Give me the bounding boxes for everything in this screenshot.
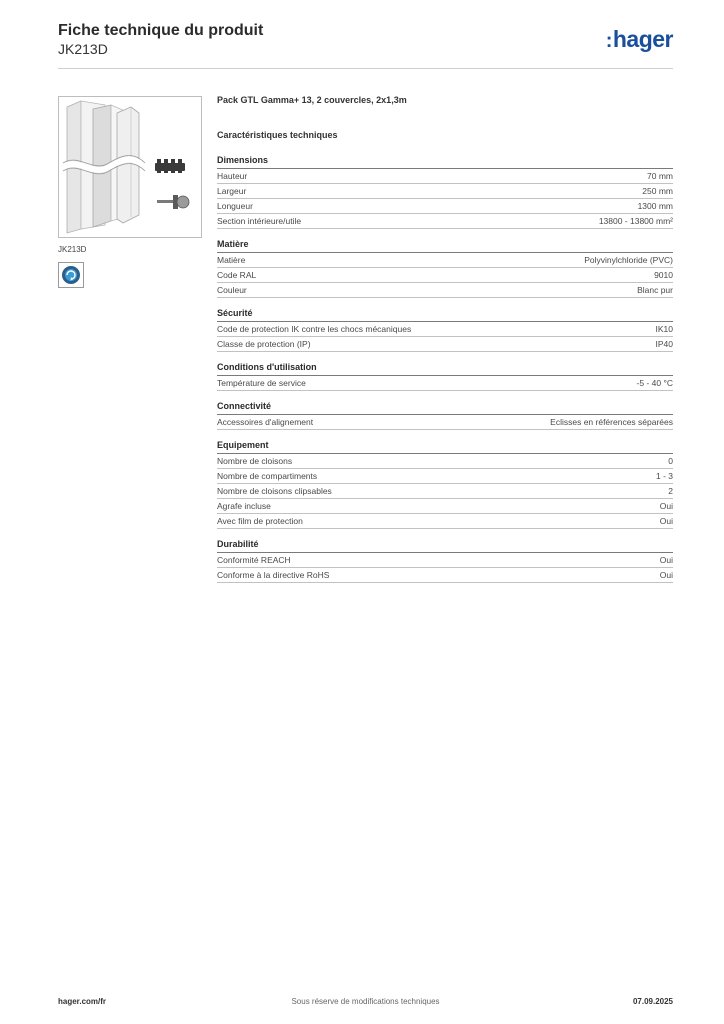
spec-value: 1300 mm	[637, 201, 673, 211]
spec-value: 70 mm	[647, 171, 673, 181]
spec-value: -5 - 40 °C	[636, 378, 673, 388]
spec-label: Code RAL	[217, 270, 257, 280]
spec-value: IK10	[655, 324, 674, 334]
spec-row: Conformité REACH Oui	[217, 553, 673, 568]
spec-row: Nombre de cloisons 0	[217, 454, 673, 469]
document-title: Fiche technique du produit	[58, 22, 264, 39]
spec-label: Nombre de cloisons clipsables	[217, 486, 332, 496]
spec-value: Oui	[659, 570, 673, 580]
document-date: 07.09.2025	[632, 997, 673, 1006]
spec-label: Nombre de compartiments	[217, 471, 318, 481]
spec-row: Matière Polyvinylchloride (PVC)	[217, 253, 673, 268]
recycle-badge-icon	[62, 266, 80, 284]
section-title: Sécurité	[217, 308, 673, 322]
spec-value: Blanc pur	[637, 285, 673, 295]
image-caption: JK213D	[58, 245, 87, 254]
spec-value: Eclisses en références séparées	[550, 417, 673, 427]
spec-label: Code de protection IK contre les chocs m…	[217, 324, 412, 334]
page-header: Fiche technique du produit JK213D :hager	[58, 20, 674, 69]
spec-value: IP40	[655, 339, 674, 349]
logo-text: hager	[612, 26, 674, 52]
spec-label: Longueur	[217, 201, 253, 211]
recycle-badge	[58, 262, 84, 288]
spec-value: Oui	[659, 516, 673, 526]
product-image	[58, 96, 202, 238]
spec-row: Conforme à la directive RoHS Oui	[217, 568, 673, 583]
spec-row: Longueur 1300 mm	[217, 199, 673, 214]
spec-value: 13800 - 13800 mm²	[598, 216, 673, 226]
spec-label: Couleur	[217, 285, 247, 295]
spec-value: 0	[668, 456, 673, 466]
spec-row: Hauteur 70 mm	[217, 169, 673, 184]
spec-value: 250 mm	[642, 186, 673, 196]
spec-row: Code RAL 9010	[217, 268, 673, 283]
logo-dots-icon: :	[605, 30, 613, 52]
footer-notice: Sous réserve de modifications techniques	[291, 997, 440, 1006]
spec-value: 9010	[654, 270, 673, 280]
website-link[interactable]: hager.com/fr	[58, 997, 107, 1006]
spec-label: Nombre de cloisons	[217, 456, 293, 466]
spec-row: Agrafe incluse Oui	[217, 499, 673, 514]
spec-row: Largeur 250 mm	[217, 184, 673, 199]
spec-label: Avec film de protection	[217, 516, 303, 526]
spec-label: Section intérieure/utile	[217, 216, 302, 226]
spec-label: Largeur	[217, 186, 247, 196]
spec-row: Nombre de cloisons clipsables 2	[217, 484, 673, 499]
spec-value: 1 - 3	[655, 471, 673, 481]
spec-value: Oui	[659, 555, 673, 565]
spec-row: Accessoires d'alignement Eclisses en réfé…	[217, 415, 673, 430]
spec-value: Oui	[659, 501, 673, 511]
spec-label: Accessoires d'alignement	[217, 417, 314, 427]
section-title: Conditions d'utilisation	[217, 362, 673, 376]
trunking-product-icon	[61, 100, 190, 234]
technical-characteristics-heading: Caractéristiques techniques	[217, 130, 338, 140]
spec-label: Hauteur	[217, 171, 248, 181]
spec-row: Couleur Blanc pur	[217, 283, 673, 298]
spec-row: Section intérieure/utile 13800 - 13800 mm…	[217, 214, 673, 229]
spec-label: Matière	[217, 255, 246, 265]
spec-row: Avec film de protection Oui	[217, 514, 673, 529]
spec-label: Conformité REACH	[217, 555, 291, 565]
spec-label: Agrafe incluse	[217, 501, 271, 511]
spec-value: 2	[668, 486, 673, 496]
spec-row: Nombre de compartiments 1 - 3	[217, 469, 673, 484]
spec-label: Conforme à la directive RoHS	[217, 570, 330, 580]
spec-row: Température de service -5 - 40 °C	[217, 376, 673, 391]
hager-logo: :hager	[605, 26, 674, 53]
section-title: Dimensions	[217, 155, 673, 169]
spec-label: Température de service	[217, 378, 306, 388]
product-specifications: Pack GTL Gamma+ 13, 2 couvercles, 2x1,3m…	[217, 95, 673, 583]
spec-row: Classe de protection (IP) IP40	[217, 337, 673, 352]
spec-value: Polyvinylchloride (PVC)	[584, 255, 673, 265]
section-title: Connectivité	[217, 401, 673, 415]
section-title: Equipement	[217, 440, 673, 454]
section-title: Durabilité	[217, 539, 673, 553]
product-name: Pack GTL Gamma+ 13, 2 couvercles, 2x1,3m	[217, 95, 407, 105]
section-title: Matière	[217, 239, 673, 253]
spec-row: Code de protection IK contre les chocs m…	[217, 322, 673, 337]
spec-label: Classe de protection (IP)	[217, 339, 311, 349]
product-reference: JK213D	[58, 41, 108, 57]
